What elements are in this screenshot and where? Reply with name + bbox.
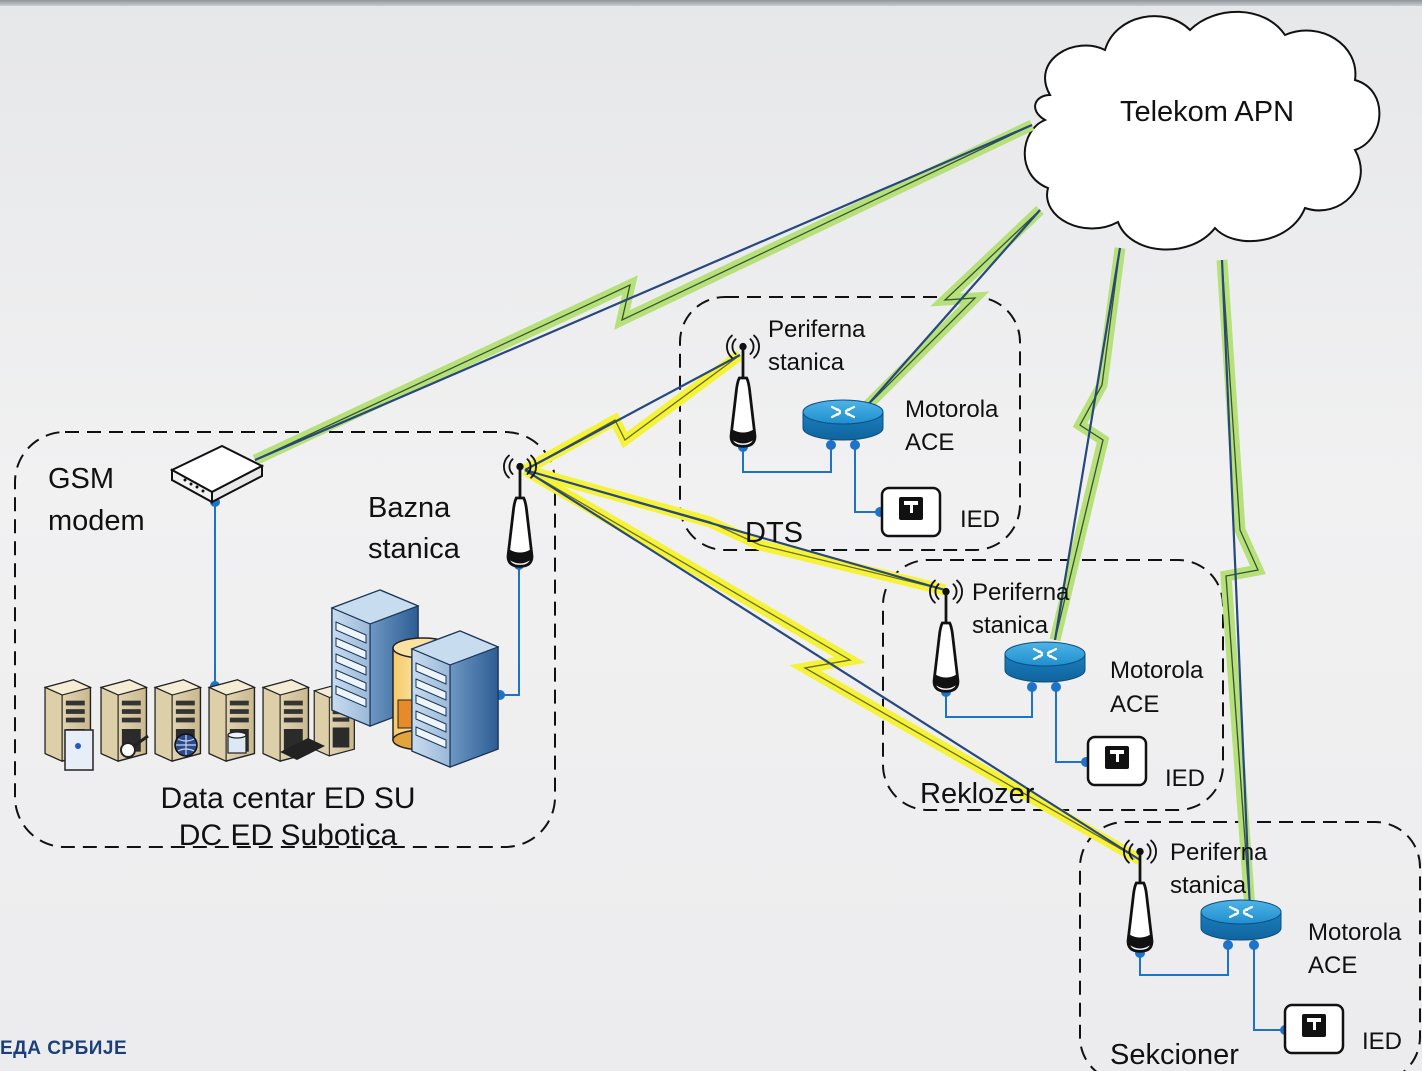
- reklozer-peripheral-label: Periferna: [972, 579, 1070, 606]
- telekom-apn-cloud: Telekom APN: [1023, 10, 1381, 251]
- reklozer-router-label: Motorola: [1110, 657, 1204, 684]
- sekcioner-router-label: ACE: [1308, 952, 1357, 979]
- server-rack-icon: [411, 630, 499, 768]
- sekcioner-router-icon: [1200, 898, 1282, 942]
- key-icon: [120, 734, 149, 758]
- gsm-modem-icon: [169, 444, 265, 504]
- reklozer-peripheral-label: stanica: [972, 612, 1049, 639]
- gsm-modem-label: GSM: [48, 463, 114, 495]
- dts-site-name: DTS: [745, 517, 803, 549]
- document-icon: [64, 729, 94, 771]
- reklozer-antenna-icon: [928, 579, 964, 693]
- gsm-modem-label: modem: [48, 505, 145, 537]
- datacenter-workstations: [44, 679, 356, 771]
- reklozer-router-label: ACE: [1110, 691, 1159, 718]
- dts-router-icon: [802, 398, 884, 442]
- footer-logo-text: ЕДА СРБИЈЕ: [0, 1038, 128, 1059]
- sekcioner-ied-label: IED: [1362, 1028, 1402, 1055]
- reklozer-site-name: Reklozer: [920, 778, 1035, 810]
- sekcioner-group-box: [1079, 821, 1421, 1071]
- dts-router-label: Motorola: [905, 396, 999, 423]
- sekcioner-peripheral-label: stanica: [1170, 872, 1247, 899]
- reklozer-group-box: [882, 559, 1224, 811]
- globe-icon: [174, 733, 198, 757]
- dts-peripheral-label: Periferna: [768, 316, 866, 343]
- dts-antenna-icon: [725, 334, 761, 448]
- sekcioner-router-label: Motorola: [1308, 919, 1402, 946]
- top-bar: [0, 0, 1422, 6]
- dts-group-box: [679, 296, 1021, 551]
- dts-peripheral-label: stanica: [768, 349, 845, 376]
- database-icon: [227, 731, 247, 754]
- reklozer-router-icon: [1004, 640, 1086, 684]
- dts-router-label: ACE: [905, 429, 954, 456]
- datacenter-subtitle: DC ED Subotica: [179, 819, 398, 852]
- base-station-label: stanica: [368, 533, 461, 565]
- sekcioner-ied-icon: [1283, 1003, 1345, 1055]
- cloud-label: Telekom APN: [1120, 96, 1294, 128]
- dts-ied-label: IED: [960, 506, 1000, 533]
- reklozer-ied-label: IED: [1165, 765, 1205, 792]
- base-station-label: Bazna: [368, 492, 451, 524]
- datacenter-title: Data centar ED SU: [160, 782, 415, 815]
- dts-ied-icon: [880, 486, 942, 538]
- sekcioner-peripheral-label: Periferna: [1170, 839, 1268, 866]
- sekcioner-site-name: Sekcioner: [1110, 1039, 1239, 1071]
- datacenter-group-box: [14, 431, 556, 848]
- reklozer-ied-icon: [1086, 735, 1148, 787]
- keyboard-icon: [280, 738, 325, 760]
